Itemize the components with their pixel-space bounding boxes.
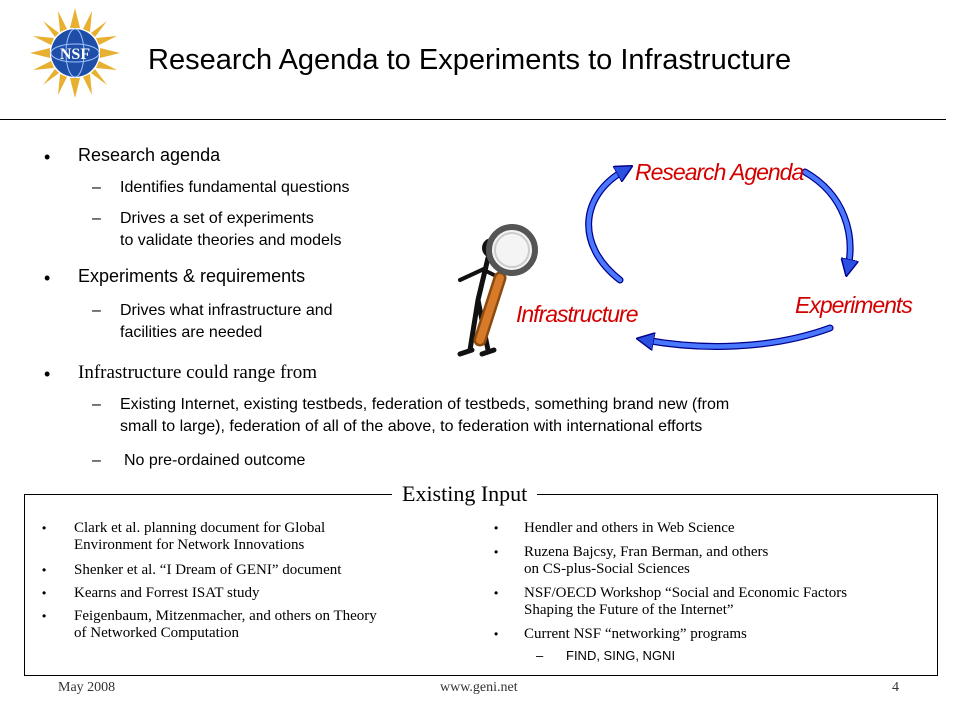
- bullet-icon: •: [44, 147, 51, 167]
- dash-icon: –: [92, 210, 101, 227]
- dash-icon: –: [536, 648, 544, 663]
- line: Clark et al. planning document for Globa…: [74, 520, 326, 536]
- input-right-item: Ruzena Bajcsy, Fran Berman, and others o…: [524, 544, 768, 578]
- line: on CS-plus-Social Sciences: [524, 561, 690, 577]
- input-right-subitem: FIND, SING, NGNI: [566, 648, 676, 663]
- line: Ruzena Bajcsy, Fran Berman, and others: [524, 544, 769, 560]
- input-right-item: NSF/OECD Workshop “Social and Economic F…: [524, 585, 847, 619]
- bullet-infrastructure-range: Infrastructure could range from: [78, 362, 317, 383]
- dash-icon: –: [92, 452, 101, 469]
- line: Drives what infrastructure and: [120, 302, 333, 319]
- magnifier-figure-icon: [457, 224, 538, 357]
- bullet-experiments-requirements: Experiments & requirements: [78, 266, 306, 286]
- line: NSF/OECD Workshop “Social and Economic F…: [524, 585, 848, 601]
- line: facilities are needed: [120, 324, 263, 341]
- label-infrastructure: Infrastructure: [516, 301, 638, 327]
- dash-icon: –: [92, 396, 101, 413]
- input-right-item: Current NSF “networking” programs: [524, 626, 747, 642]
- input-left-item: Feigenbaum, Mitzenmacher, and others on …: [74, 608, 377, 642]
- footer-url: www.geni.net: [440, 680, 518, 695]
- line: Drives a set of experiments: [120, 210, 314, 227]
- bullet-icon: •: [42, 609, 47, 623]
- cycle-diagram: Research Agenda Experiments Infrastructu…: [457, 159, 914, 357]
- bullet-research-agenda: Research agenda: [78, 145, 221, 165]
- dash-icon: –: [92, 302, 101, 319]
- input-left-item: Clark et al. planning document for Globa…: [74, 520, 325, 554]
- line: of Networked Computation: [74, 625, 239, 641]
- input-right-item: Hendler and others in Web Science: [524, 520, 735, 536]
- input-left-item: Shenker et al. “I Dream of GENI” documen…: [74, 562, 342, 578]
- footer-date: May 2008: [58, 680, 116, 695]
- bullet-icon: •: [494, 627, 499, 641]
- input-left-item: Kearns and Forrest ISAT study: [74, 585, 260, 601]
- sub-no-outcome: No pre-ordained outcome: [124, 452, 306, 469]
- existing-input-heading: Existing Input: [392, 481, 538, 507]
- bullet-icon: •: [42, 521, 47, 535]
- bullet-icon: •: [494, 521, 499, 535]
- sub-existing-internet: Existing Internet, existing testbeds, fe…: [120, 394, 729, 438]
- bullet-icon: •: [494, 545, 499, 559]
- logo-text: NSF: [60, 46, 90, 63]
- dash-icon: –: [92, 179, 101, 196]
- title-rule: [0, 119, 946, 120]
- line: Feigenbaum, Mitzenmacher, and others on …: [74, 608, 377, 624]
- line: Shaping the Future of the Internet”: [524, 602, 734, 618]
- slide-title: Research Agenda to Experiments to Infras…: [148, 44, 792, 76]
- bullet-icon: •: [42, 563, 47, 577]
- sub-drives-infrastructure: Drives what infrastructure and facilitie…: [120, 300, 333, 344]
- bullet-icon: •: [42, 586, 47, 600]
- line: Existing Internet, existing testbeds, fe…: [120, 396, 730, 413]
- line: small to large), federation of all of th…: [120, 418, 703, 435]
- label-research-agenda: Research Agenda: [635, 159, 803, 185]
- footer-page-number: 4: [892, 680, 899, 695]
- nsf-logo: NSF: [30, 8, 120, 98]
- bullet-icon: •: [44, 268, 51, 288]
- line: Environment for Network Innovations: [74, 537, 305, 553]
- label-experiments: Experiments: [795, 292, 913, 318]
- bullet-icon: •: [44, 364, 51, 384]
- line: to validate theories and models: [120, 232, 342, 249]
- sub-identifies-questions: Identifies fundamental questions: [120, 179, 350, 196]
- bullet-icon: •: [494, 586, 499, 600]
- sub-drives-experiments: Drives a set of experiments to validate …: [120, 208, 341, 252]
